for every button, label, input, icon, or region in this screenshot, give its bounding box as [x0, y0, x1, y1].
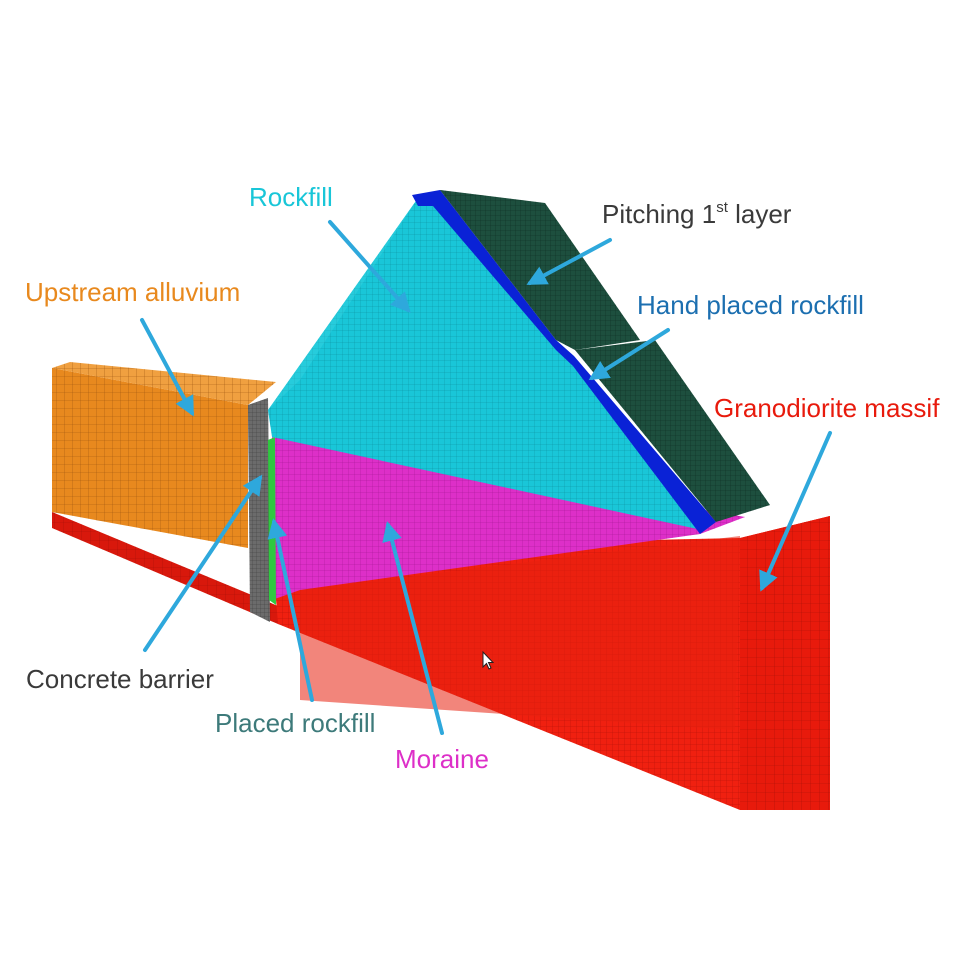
arrow-granodiorite	[759, 431, 832, 592]
arrow-moraine	[382, 521, 444, 735]
label-rockfill: Rockfill	[249, 182, 333, 212]
label-moraine: Moraine	[395, 744, 489, 774]
upstream-alluvium-block	[52, 362, 276, 548]
label-pitching-tail: layer	[727, 199, 792, 229]
arrow-placed-rockfill	[267, 518, 314, 702]
arrow-concrete-barrier	[143, 474, 263, 652]
label-concrete-barrier: Concrete barrier	[26, 664, 214, 694]
label-hand-placed-rockfill: Hand placed rockfill	[637, 290, 864, 320]
label-upstream-alluvium: Upstream alluvium	[25, 277, 241, 307]
arrow-hand-placed	[588, 328, 670, 381]
hand-placed-rockfill-band	[412, 190, 716, 534]
label-placed-rockfill: Placed rockfill	[215, 708, 376, 738]
mouse-cursor-icon	[482, 650, 495, 670]
arrow-pitching	[526, 238, 612, 285]
rockfill-body	[268, 198, 702, 530]
moraine-block	[272, 437, 745, 600]
label-pitching-layer: Pitching 1st layer	[602, 199, 791, 229]
label-granodiorite-massif: Granodiorite massif	[714, 393, 940, 423]
arrow-upstream-alluvium	[140, 318, 194, 417]
annotation-arrows	[140, 220, 832, 735]
arrow-rockfill	[328, 220, 411, 313]
label-pitching-main: Pitching 1	[602, 199, 717, 229]
concrete-barrier-strip	[248, 398, 270, 622]
label-pitching-sup: st	[716, 199, 728, 216]
